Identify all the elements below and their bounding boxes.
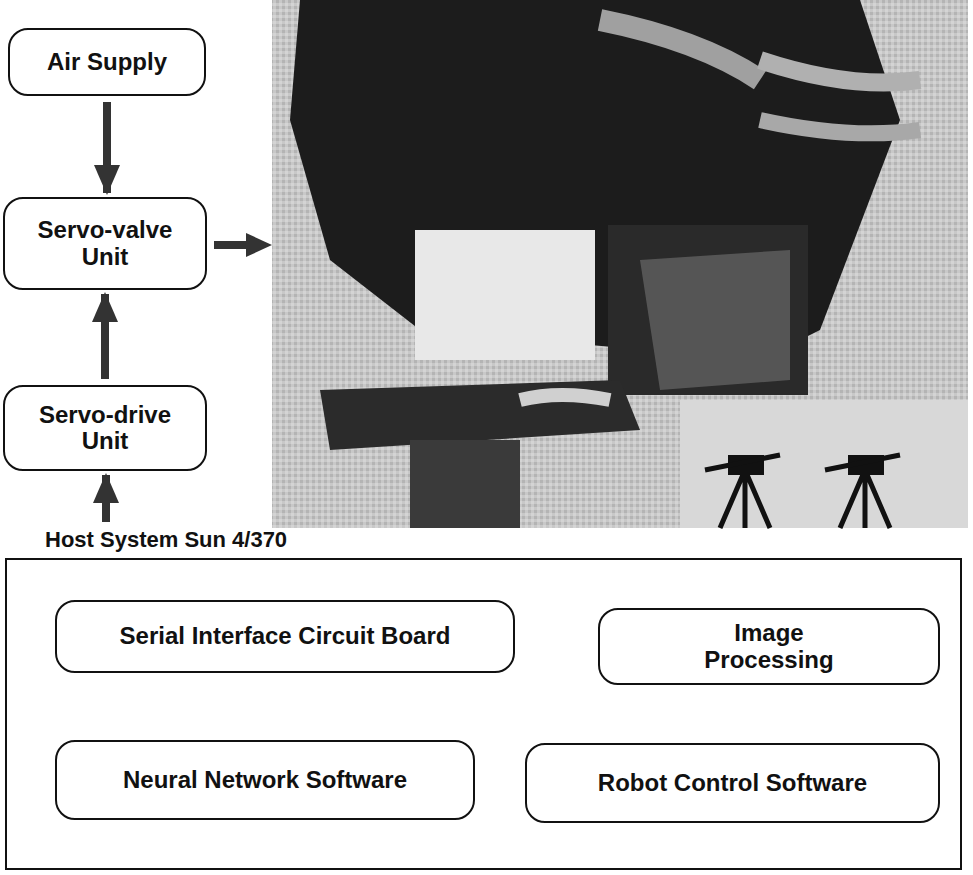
servo-drive-box: Servo-drive Unit (3, 385, 207, 471)
neural-network-box: Neural Network Software (55, 740, 475, 820)
box-label: Image Processing (684, 620, 854, 673)
flow-arrow (102, 475, 110, 522)
system-heading: Host System Sun 4/370 (45, 528, 287, 552)
photo (272, 0, 968, 528)
flow-arrow (101, 294, 109, 379)
image-processing-box: Image Processing (598, 608, 940, 685)
box-label: Neural Network Software (123, 767, 407, 793)
air-supply-box: Air Supply (8, 28, 206, 96)
flow-arrow (103, 102, 111, 193)
host-system-frame: Host System Sun 4/370Serial Interface Ci… (5, 528, 962, 870)
box-label: Servo-drive Unit (20, 402, 190, 455)
box-label: Serial Interface Circuit Board (120, 623, 451, 649)
servo-valve-box: Servo-valve Unit (3, 197, 207, 290)
serial-interface-box: Serial Interface Circuit Board (55, 600, 515, 673)
feed-arrow (214, 233, 272, 257)
box-label: Servo-valve Unit (20, 217, 190, 270)
box-label: Robot Control Software (598, 770, 867, 796)
box-label: Air Supply (47, 49, 167, 75)
robot-control-box: Robot Control Software (525, 743, 940, 823)
